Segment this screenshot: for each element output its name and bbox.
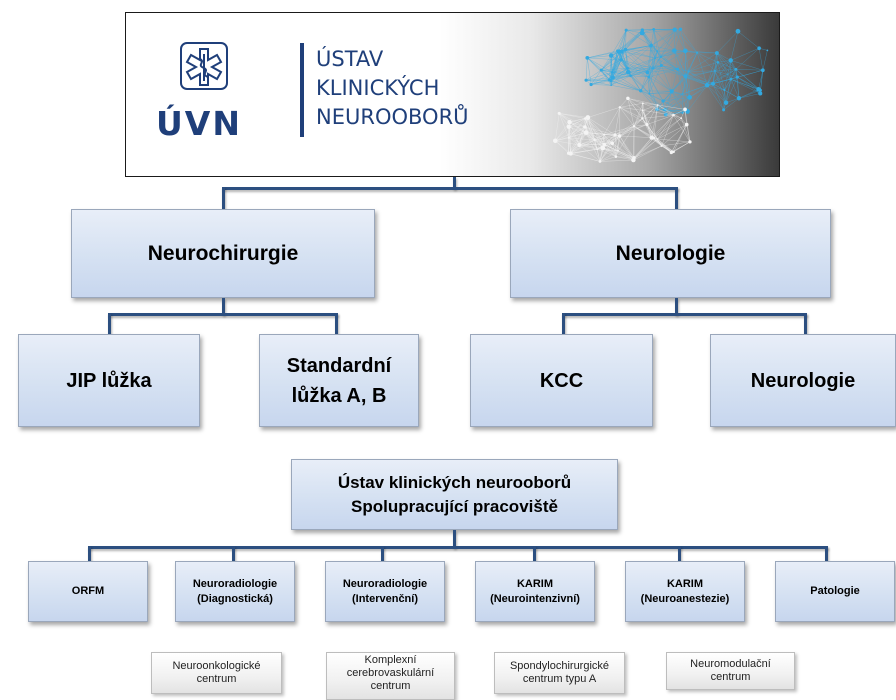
center-neuroonkologicke: Neuroonkologické centrum xyxy=(151,652,282,694)
connector xyxy=(675,298,678,315)
node-neurologie: Neurologie xyxy=(510,209,831,298)
connector xyxy=(108,313,111,335)
connector xyxy=(335,313,338,335)
title-line-2: KLINICKÝCH xyxy=(316,76,440,100)
connector xyxy=(222,187,678,190)
unit-orfm: ORFM xyxy=(28,561,148,622)
unit-patologie: Patologie xyxy=(775,561,895,622)
connector xyxy=(453,530,456,548)
center-neuromodulacni: Neuromodulační centrum xyxy=(666,652,795,690)
connector xyxy=(108,313,338,316)
node-kcc: KCC xyxy=(470,334,653,427)
title-line-1: ÚSTAV xyxy=(316,47,384,71)
connector xyxy=(675,187,678,210)
connector xyxy=(381,546,384,562)
collab-title: Ústav klinických neurooborů Spolupracují… xyxy=(291,459,618,530)
connector xyxy=(453,177,456,189)
unit-neuroradiologie-diagnosticka: Neuroradiologie (Diagnostická) xyxy=(175,561,295,622)
connector xyxy=(804,313,807,335)
connector xyxy=(562,313,565,335)
connector xyxy=(678,546,681,562)
connector xyxy=(222,298,225,315)
center-cerebrovaskularni: Komplexní cerebrovaskulární centrum xyxy=(326,652,455,700)
connector xyxy=(232,546,235,562)
connector xyxy=(222,187,225,210)
medical-star-icon xyxy=(180,42,228,90)
node-standardni-luzka: Standardní lůžka A, B xyxy=(259,334,419,427)
title-line-3: NEUROOBORŮ xyxy=(316,105,469,129)
title-divider xyxy=(300,43,304,137)
node-neurologie-sub: Neurologie xyxy=(710,334,896,427)
header-banner: ÚVN ÚSTAV KLINICKÝCH NEUROOBORŮ xyxy=(125,12,780,177)
banner-title: ÚSTAV KLINICKÝCH NEUROOBORŮ xyxy=(316,45,576,132)
connector xyxy=(88,546,828,549)
node-neurochirurgie: Neurochirurgie xyxy=(71,209,375,298)
unit-karim-neurointenzivni: KARIM (Neurointenzivní) xyxy=(475,561,595,622)
neural-network-graphic xyxy=(553,27,769,163)
uvn-logo-text: ÚVN xyxy=(156,104,242,143)
connector xyxy=(562,313,807,316)
connector xyxy=(825,546,828,562)
connector xyxy=(88,546,91,562)
unit-karim-neuroanestezie: KARIM (Neuroanestezie) xyxy=(625,561,745,622)
node-jip-luzka: JIP lůžka xyxy=(18,334,200,427)
unit-neuroradiologie-intervencni: Neuroradiologie (Intervenční) xyxy=(325,561,445,622)
center-spondylochirurgicke: Spondylochirurgické centrum typu A xyxy=(494,652,625,694)
connector xyxy=(533,546,536,562)
